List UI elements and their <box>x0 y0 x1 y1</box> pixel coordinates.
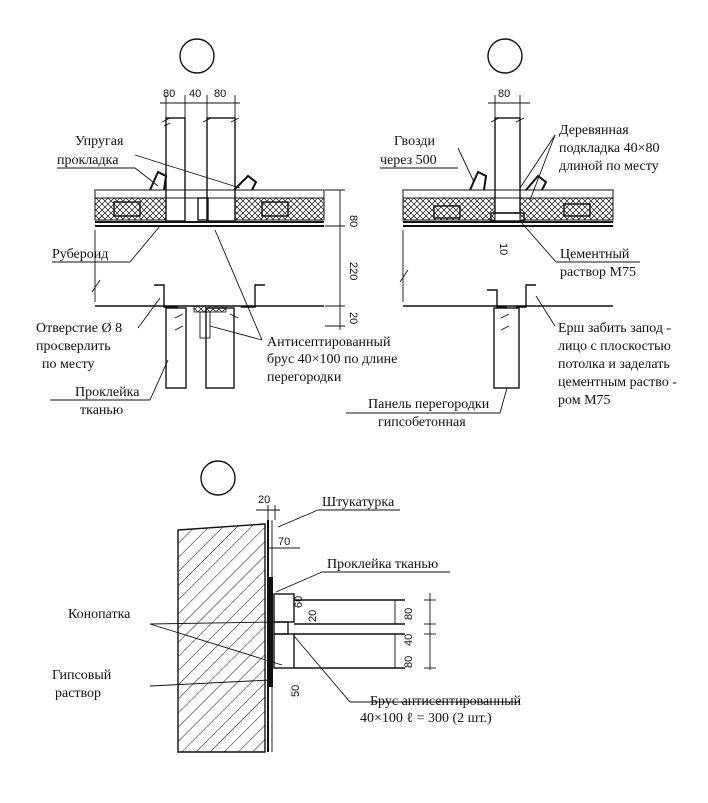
detail-2: 80 10 Гвозди через 500 Деревянная подкла… <box>346 38 677 430</box>
detail-2-circle <box>487 38 523 74</box>
dim-slab-20: 20 <box>347 312 359 324</box>
label-nails-1: Гвозди <box>394 134 435 149</box>
label-hole-3: по месту <box>42 357 95 372</box>
label-cement-1: Цементный <box>560 247 630 262</box>
dim-right-40: 40 <box>403 634 415 646</box>
dim-slab-80: 80 <box>347 215 359 227</box>
dim-bottom-70: 70 <box>278 536 290 548</box>
label-hole-2: просверлить <box>36 339 111 354</box>
label-pad-1: Деревянная <box>559 123 629 138</box>
label-pad-2: подкладка 40×80 <box>559 141 660 156</box>
dim-right-80b: 80 <box>403 656 415 668</box>
label-ruberoid: Рубероид <box>52 247 108 262</box>
label-beam-3: перегородки <box>267 370 342 385</box>
label-beam2-2: 40×100 ℓ = 300 (2 шт.) <box>360 711 492 726</box>
dim-slab-220: 220 <box>347 262 359 280</box>
label-elastic-1: Упругая <box>75 134 124 149</box>
dim-80-a: 80 <box>163 88 175 100</box>
label-gypsum-2: раствор <box>55 686 101 701</box>
label-panel-1: Панель перегородки <box>368 397 490 412</box>
label-fabric-1: Проклейка <box>75 385 140 400</box>
label-ruff-1: Ерш забить запод - <box>558 321 671 336</box>
detail-3-circle <box>200 460 236 496</box>
dim-bottom-50: 50 <box>290 685 302 697</box>
label-fabric-2: тканью <box>80 403 123 418</box>
dim-right-80a: 80 <box>403 608 415 620</box>
dim-top-right-80: 80 <box>498 88 510 100</box>
label-nails-2: через 500 <box>380 153 437 168</box>
label-cement-2: раствор М75 <box>560 265 636 280</box>
label-ruff-2: лицо с плоскостью <box>558 339 671 354</box>
dim-bottom-20b: 20 <box>307 610 319 622</box>
dim-40: 40 <box>189 88 201 100</box>
label-beam2-1: Брус антисептированный <box>370 694 522 709</box>
dim-bottom-60: 60 <box>293 596 305 608</box>
label-fabric-3: Проклейка тканью <box>327 557 438 572</box>
label-beam-2: брус 40×100 по длине <box>267 352 397 367</box>
label-ruff-3: потолка и заделать <box>558 357 670 372</box>
label-plaster: Штукатурка <box>322 495 395 510</box>
dim-bottom-20: 20 <box>258 494 270 506</box>
label-ruff-4: цементным раство - <box>558 375 677 390</box>
detail-3: 20 70 60 20 50 80 40 80 Штукатурка Прокл… <box>52 460 522 753</box>
label-caulk: Конопатка <box>68 607 131 622</box>
detail-1: 80 40 80 80 220 20 <box>36 38 397 418</box>
label-gypsum-1: Гипсовый <box>52 668 112 683</box>
label-ruff-5: ром М75 <box>558 393 611 408</box>
label-beam-1: Антисептированный <box>267 335 391 350</box>
label-panel-2: гипсобетонная <box>378 415 466 430</box>
label-pad-3: длиной по месту <box>559 159 659 174</box>
detail-1-circle <box>179 38 215 74</box>
dim-cement-10: 10 <box>497 243 509 255</box>
dim-80-b: 80 <box>214 88 226 100</box>
label-elastic-2: прокладка <box>57 153 119 168</box>
label-hole-1: Отверстие Ø 8 <box>36 321 122 336</box>
